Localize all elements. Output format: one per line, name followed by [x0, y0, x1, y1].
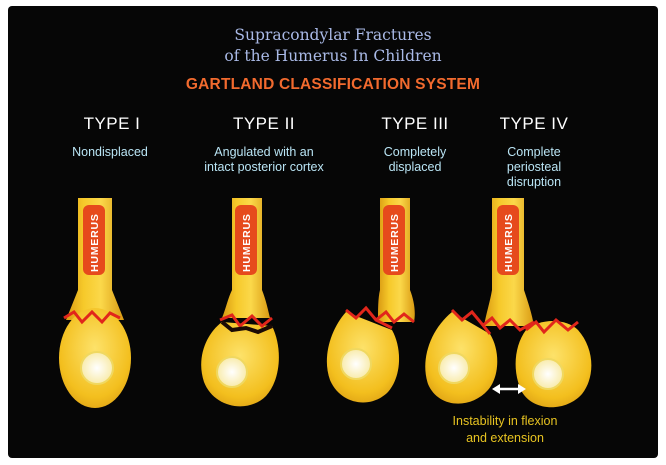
type-4-right-capitellum: [533, 359, 563, 389]
type-2-capitellum: [217, 357, 247, 387]
type-1-bone: HUMERUS: [59, 198, 131, 408]
type-2-humerus-label: HUMERUS: [241, 213, 253, 272]
type-4-bone: HUMERUS: [425, 198, 591, 407]
type-3-bone: HUMERUS: [327, 198, 415, 402]
type-4-left-capitellum: [439, 353, 469, 383]
instability-note: Instability in flexion and extension: [430, 413, 580, 447]
instability-note-line1: Instability in flexion: [430, 413, 580, 430]
type-1-humerus-label: HUMERUS: [89, 213, 101, 272]
type-3-capitellum: [341, 349, 371, 379]
type-1-capitellum: [81, 352, 113, 384]
instability-note-line2: and extension: [430, 430, 580, 447]
type-4-humerus-label: HUMERUS: [503, 213, 515, 272]
type-3-humerus-label: HUMERUS: [389, 213, 401, 272]
type-2-bone: HUMERUS: [201, 198, 279, 406]
